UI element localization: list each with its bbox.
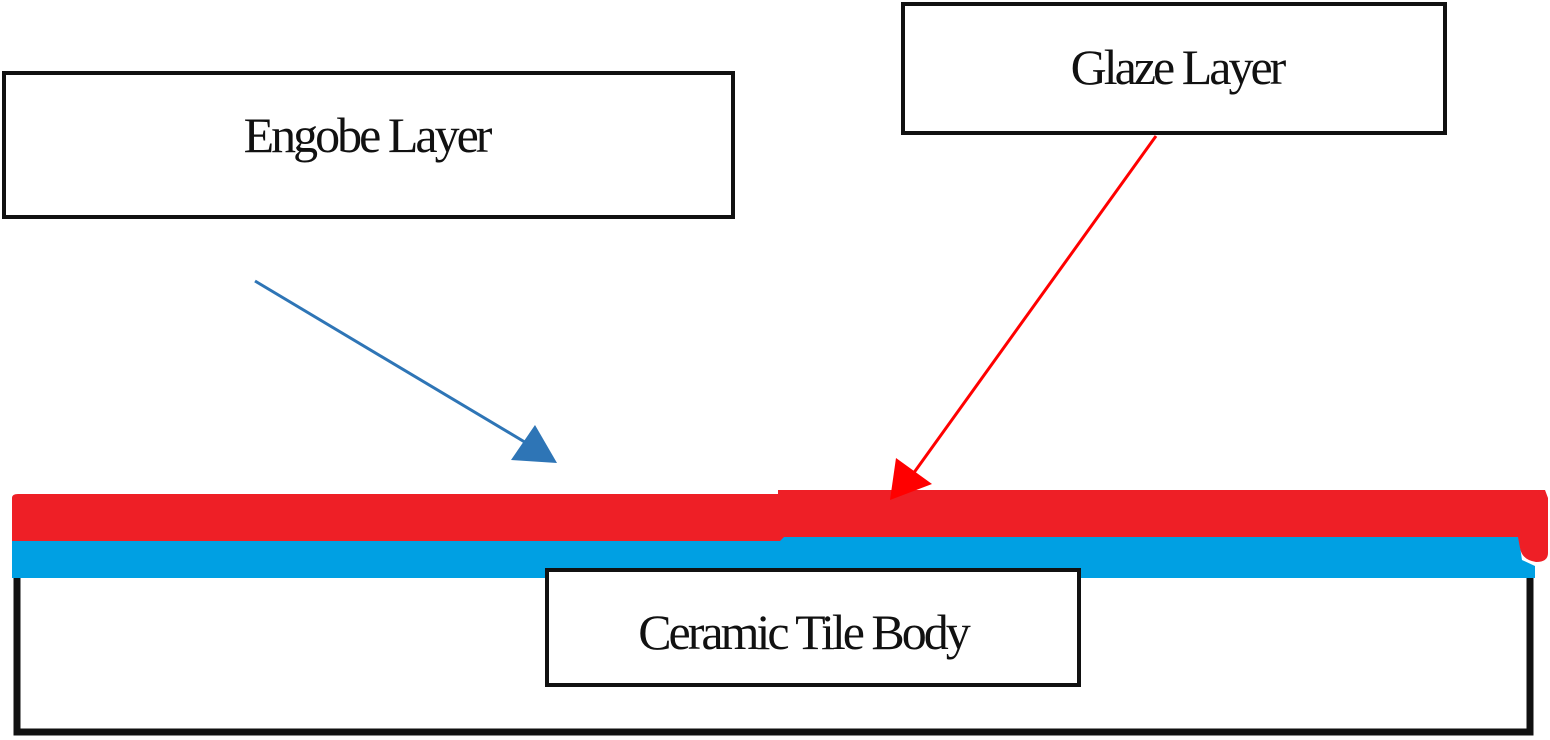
engobe-arrow <box>254 279 529 446</box>
engobe-label-box: Engobe Layer <box>2 71 735 219</box>
engobe-arrowhead <box>511 425 557 463</box>
ceramic-body-label: Ceramic Tile Body <box>638 603 971 660</box>
ceramic-body-label-box: Ceramic Tile Body <box>545 568 1081 687</box>
glaze-arrowhead <box>890 458 932 500</box>
glaze-label: Glaze Layer <box>1070 38 1287 95</box>
glaze-arrow <box>911 135 1158 475</box>
engobe-label: Engobe Layer <box>243 107 493 163</box>
glaze-label-box: Glaze Layer <box>901 2 1447 135</box>
glaze-layer <box>12 490 1548 562</box>
engobe-layer <box>12 533 1535 578</box>
